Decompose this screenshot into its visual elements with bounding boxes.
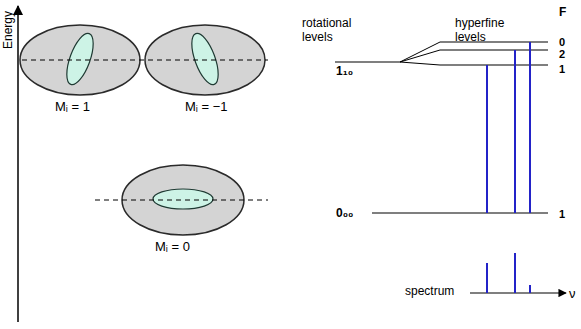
- spin-orientation: [61, 30, 98, 88]
- column-heading: hyperfine levels: [455, 16, 517, 44]
- energy-axis: [17, 6, 19, 322]
- quantum-number: 0: [559, 35, 565, 49]
- axis-label: Energy: [1, 8, 15, 52]
- quantum-number: 2: [559, 47, 565, 61]
- rotational-level: [335, 61, 400, 62]
- state-label: Mᵢ = 0: [155, 239, 190, 254]
- hyperfine-level: [440, 64, 548, 65]
- spin-orientation: [153, 189, 213, 209]
- spectral-peak: [514, 253, 516, 293]
- transition-line: [529, 42, 531, 213]
- dashed-guide: [22, 60, 268, 61]
- spin-ellipse: Mᵢ = −1: [143, 23, 267, 116]
- state-label: Mᵢ = 1: [55, 99, 90, 114]
- spin-ellipse: Mᵢ = 1: [18, 23, 142, 116]
- splitting-line: [400, 50, 440, 62]
- spectral-peak: [486, 263, 488, 293]
- level-label: 1₁₀: [336, 64, 353, 78]
- dashed-guide: [95, 200, 268, 201]
- axis-label: ν: [569, 287, 576, 301]
- spin-ellipse: Mᵢ = 0: [121, 163, 245, 256]
- level-label: 0₀₀: [336, 206, 354, 220]
- splitting-line: [400, 42, 440, 62]
- ground-level: [372, 212, 548, 213]
- state-label: Mᵢ = −1: [185, 99, 228, 114]
- frequency-axis: [470, 292, 566, 293]
- splitting-line: [400, 62, 440, 65]
- quantum-number: 1: [559, 207, 565, 221]
- spin-orientation: [186, 30, 223, 88]
- quantum-number: 1: [559, 62, 565, 76]
- quantum-number-heading: F: [559, 5, 566, 19]
- column-heading: rotational levels: [302, 16, 366, 44]
- ellipse-outline: [121, 163, 245, 237]
- spectral-peak: [529, 285, 531, 293]
- transition-line: [486, 65, 488, 213]
- hyperfine-level: [440, 49, 548, 50]
- axis-label: spectrum: [405, 284, 454, 298]
- transition-line: [514, 50, 516, 213]
